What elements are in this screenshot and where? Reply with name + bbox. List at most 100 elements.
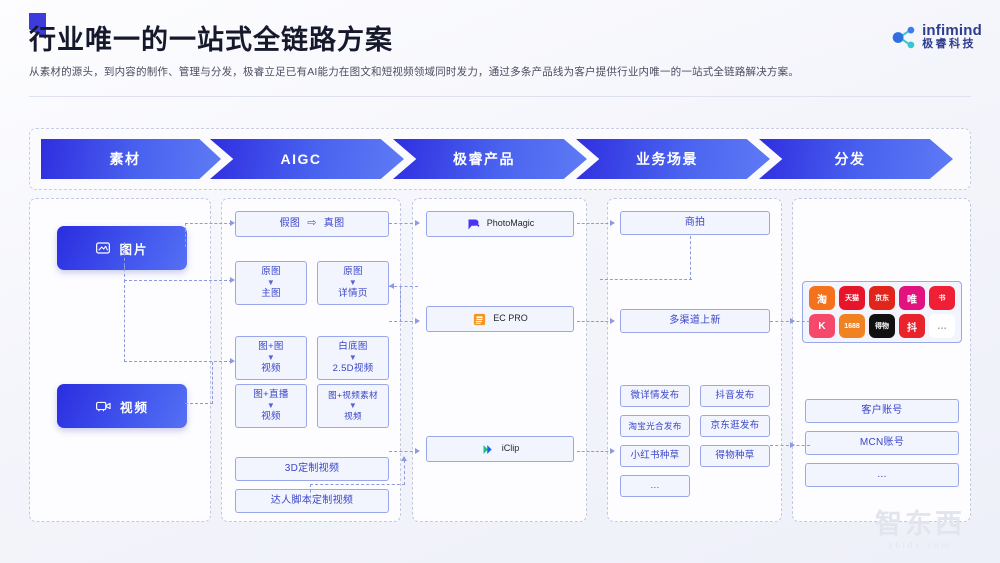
scenario-label-1: 多渠道上新 [669, 314, 721, 326]
source-card-video[interactable]: 视频 [57, 384, 187, 428]
connector-arrow-icon [790, 442, 795, 448]
connector-iclip-to-scene [577, 451, 613, 452]
video-camera-icon [96, 401, 111, 412]
scenario-grid-label-4: 小红书种草 [630, 450, 680, 462]
alibaba-icon[interactable]: 1688 [839, 314, 865, 338]
scenario-label-0: 商拍 [684, 216, 706, 228]
aigc-kol-label: 达人脚本定制视频 [270, 494, 354, 506]
connector-aigc-to-ecpro [389, 321, 418, 322]
connector-arrow-left-icon [389, 283, 394, 289]
connector-arrow-icon [415, 448, 420, 454]
stage-arrow-3[interactable]: 业务场景 [576, 139, 770, 179]
scenario-taobao-guanghe-publish[interactable]: 淘宝光合发布 [620, 415, 690, 437]
column-products: PhotoMagic EC PRO iClip [412, 198, 587, 522]
account-label-0: 客户账号 [861, 404, 903, 416]
stage-arrow-0[interactable]: 素材 [41, 139, 221, 179]
account-more[interactable]: … [805, 463, 959, 487]
stage-arrow-2[interactable]: 极睿产品 [393, 139, 587, 179]
product-photomagic[interactable]: PhotoMagic [426, 211, 574, 237]
aigc-node-kol-script-video[interactable]: 达人脚本定制视频 [235, 489, 389, 513]
aigc-node-0[interactable]: 原图 ▼ 主图 [235, 261, 307, 305]
dewu-icon[interactable]: 得物 [869, 314, 895, 338]
source-card-image[interactable]: 图片 [57, 226, 187, 270]
arrow-down-icon: ▼ [266, 353, 276, 362]
aigc-node-fake-to-real[interactable]: 假图 ⇨ 真图 [235, 211, 389, 237]
scenario-grid-label-5: 得物种草 [715, 450, 755, 462]
connector-iclip-feed [310, 484, 311, 504]
connector-aigc-back [389, 286, 418, 287]
connector-iclip-riser [404, 460, 405, 485]
logo-text-cn: 极睿科技 [922, 38, 977, 51]
aigc-node-0-to: 主图 [261, 288, 281, 299]
aigc-node-4[interactable]: 图+直播 ▼ 视频 [235, 384, 307, 428]
connector-scene-inner-h [600, 279, 692, 280]
scenario-grid-label-1: 抖音发布 [715, 390, 755, 402]
scenario-weidetail-publish[interactable]: 微详情发布 [620, 385, 690, 407]
column-scenarios: 商拍 多渠道上新 微详情发布 抖音发布 淘宝光合发布 京东逛发布 小红书种草 得… [607, 198, 782, 522]
arrow-down-icon: ▼ [348, 278, 358, 287]
ecpro-icon [474, 313, 486, 325]
stage-label-1: AIGC [280, 151, 322, 167]
vipshop-icon[interactable]: 唯 [899, 286, 925, 310]
scenario-more[interactable]: … [620, 475, 690, 497]
connector-arrow-icon [610, 220, 615, 226]
tmall-icon[interactable]: 天猫 [839, 286, 865, 310]
account-mcn[interactable]: MCN账号 [805, 431, 959, 455]
stage-arrow-1[interactable]: AIGC [210, 139, 404, 179]
connector-aigc-to-iclip [389, 451, 418, 452]
more-platforms-icon[interactable]: … [929, 314, 955, 338]
connector-image-up [185, 229, 186, 247]
arrow-down-icon: ▼ [348, 401, 358, 410]
column-materials: 图片 视频 [29, 198, 211, 522]
product-ecpro[interactable]: EC PRO [426, 306, 574, 332]
connector-image-riser [185, 223, 186, 230]
connector-arrow-up-icon [401, 456, 407, 461]
aigc-node-5[interactable]: 图+视频素材 ▼ 视频 [317, 384, 389, 428]
scenario-xiaohongshu-seeding[interactable]: 小红书种草 [620, 445, 690, 467]
arrow-right-icon: ⇨ [307, 217, 317, 230]
aigc-node-3[interactable]: 白底图 ▼ 2.5D视频 [317, 336, 389, 380]
product-iclip[interactable]: iClip [426, 436, 574, 462]
connector-photomagic-to-scene [577, 223, 613, 224]
aigc-node-1-to: 详情页 [338, 288, 368, 299]
xiaohongshu-icon[interactable]: 书 [929, 286, 955, 310]
account-customer[interactable]: 客户账号 [805, 399, 959, 423]
platform-icon-grid: 淘 天猫 京东 唯 书 K 1688 得物 抖 … [802, 281, 962, 343]
header-divider [29, 96, 971, 97]
scenario-multichannel-new[interactable]: 多渠道上新 [620, 309, 770, 333]
connector-arrow-icon [230, 220, 235, 226]
stage-label-2: 极睿产品 [453, 151, 515, 167]
scenario-grid-label-6: … [650, 480, 660, 492]
scenario-dewu-seeding[interactable]: 得物种草 [700, 445, 770, 467]
stage-arrow-list: 素材 AIGC 极睿产品 业务场景 分发 [41, 139, 953, 179]
stage-label-0: 素材 [109, 151, 141, 167]
stage-arrow-4[interactable]: 分发 [759, 139, 953, 179]
scenario-douyin-publish[interactable]: 抖音发布 [700, 385, 770, 407]
stage-label-3: 业务场景 [636, 151, 698, 167]
aigc-node-1[interactable]: 原图 ▼ 详情页 [317, 261, 389, 305]
scenario-commercial-shooting[interactable]: 商拍 [620, 211, 770, 235]
kuaishou-icon[interactable]: K [809, 314, 835, 338]
source-label-image: 图片 [119, 242, 149, 257]
aigc-node-5-to: 视频 [344, 411, 362, 421]
connector-arrow-icon [610, 318, 615, 324]
logo-text-en: infimind [922, 22, 982, 40]
jd-icon[interactable]: 京东 [869, 286, 895, 310]
connector-long-drop [124, 280, 125, 362]
connector-video-out [185, 403, 213, 404]
douyin-icon[interactable]: 抖 [899, 314, 925, 338]
infimind-network-icon [892, 26, 915, 48]
arrow-down-icon: ▼ [266, 401, 276, 410]
scenario-jd-guang-publish[interactable]: 京东逛发布 [700, 415, 770, 437]
column-aigc: 假图 ⇨ 真图 原图 ▼ 主图 原图 ▼ 详情页 图+图 ▼ 视频 白底图 ▼ … [221, 198, 401, 522]
page-subtitle: 从素材的源头，到内容的制作、管理与分发，极睿立足已有AI能力在图文和短视频领域同… [29, 66, 800, 78]
account-label-2: … [876, 468, 888, 480]
taobao-icon[interactable]: 淘 [809, 286, 835, 310]
connector-arrow-icon [230, 277, 235, 283]
aigc-node-3-from: 白底图 [338, 341, 368, 353]
aigc-node-2[interactable]: 图+图 ▼ 视频 [235, 336, 307, 380]
aigc-node-5-from: 图+视频素材 [328, 390, 378, 401]
aigc-node-1-from: 原图 [343, 266, 363, 278]
connector-scene-inner [690, 236, 691, 280]
aigc-node-3d-video[interactable]: 3D定制视频 [235, 457, 389, 481]
